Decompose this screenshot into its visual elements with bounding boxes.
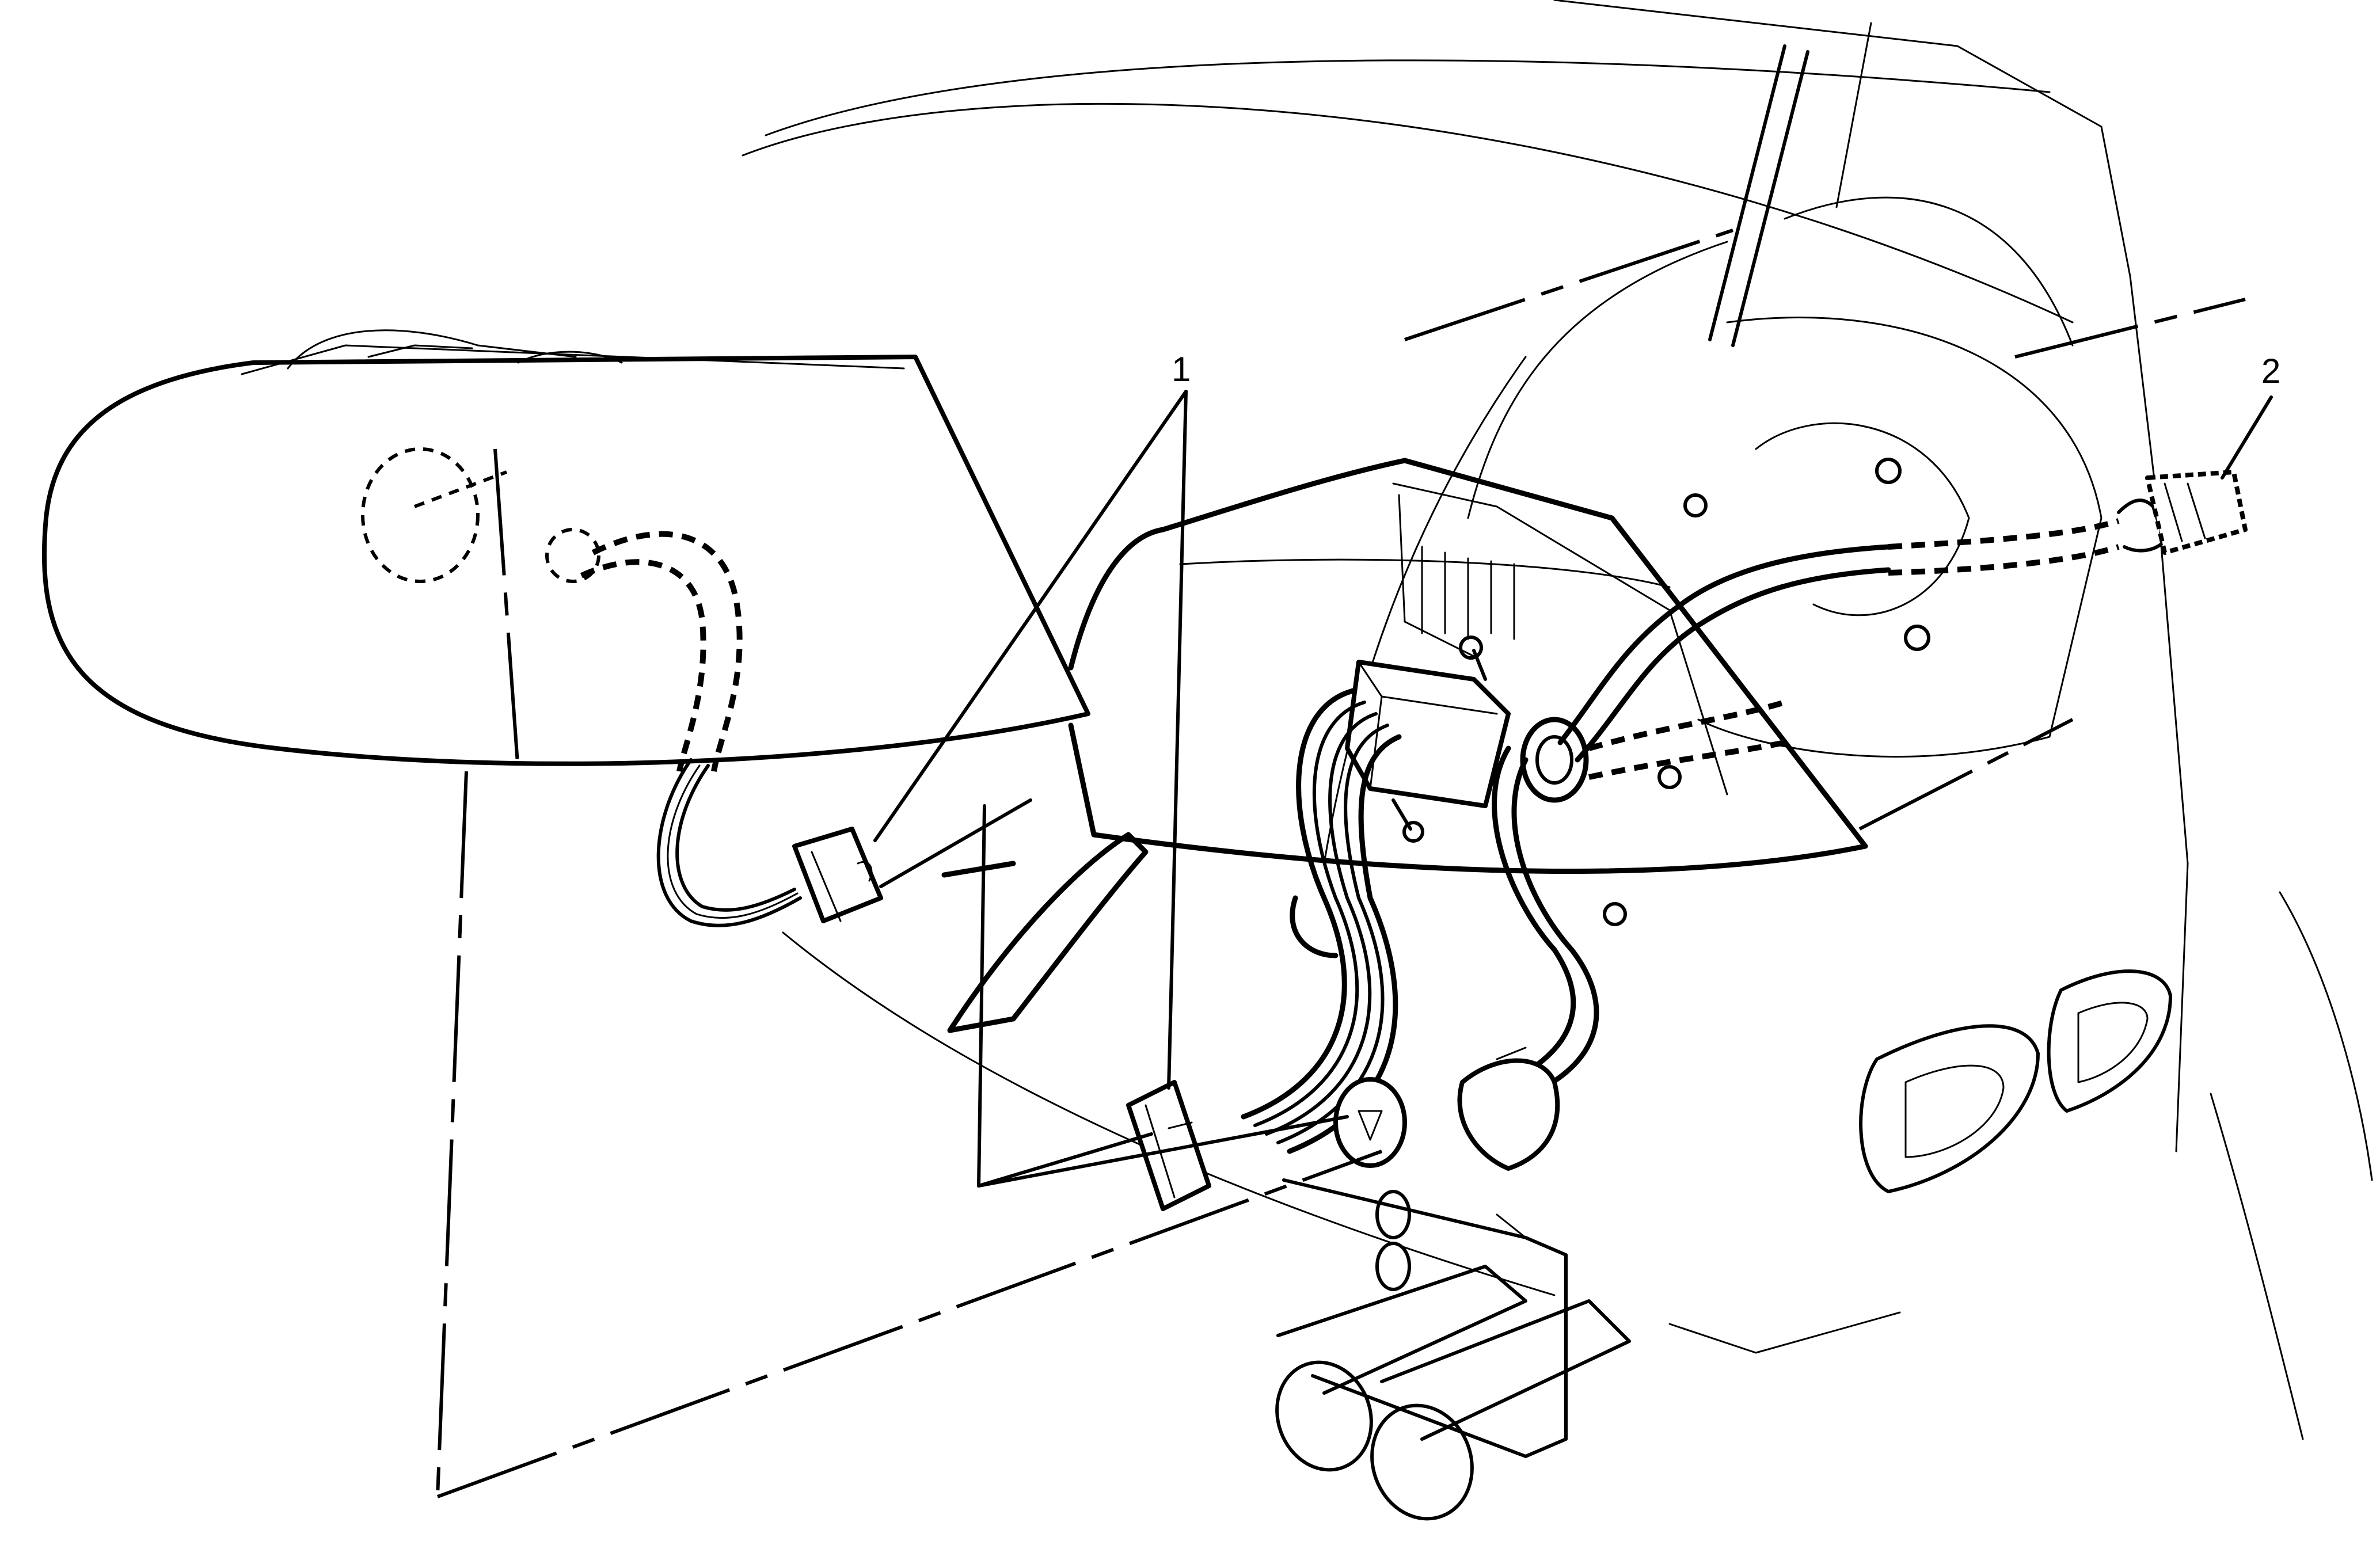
trunk-strut: [1708, 22, 1872, 347]
body-wiring-harness: [1557, 518, 2120, 780]
mounting-block: [1282, 1178, 1568, 1458]
callout-1: 1: [1172, 350, 1191, 389]
vehicle-body-outline: [742, 0, 2373, 1440]
leader-lines: [873, 390, 2273, 1188]
lamp-control-module: [1345, 636, 1511, 843]
body-harness-connector: [2117, 470, 2248, 555]
lamp-harness-connector: [656, 758, 883, 927]
bulb-socket: [1333, 1047, 1560, 1171]
exhaust-tips: [1275, 1265, 1631, 1521]
lamp-housing-installed: [1068, 458, 1868, 874]
callout-2: 2: [2261, 352, 2281, 390]
rear-bumper-pockets: [1859, 969, 2172, 1193]
harness-connector-bottom: [1126, 1080, 1211, 1211]
phantom-lines: [436, 229, 2246, 1498]
lamp-seal-pad: [941, 832, 1149, 1033]
tail-lamp-assembly: [41, 329, 1090, 772]
